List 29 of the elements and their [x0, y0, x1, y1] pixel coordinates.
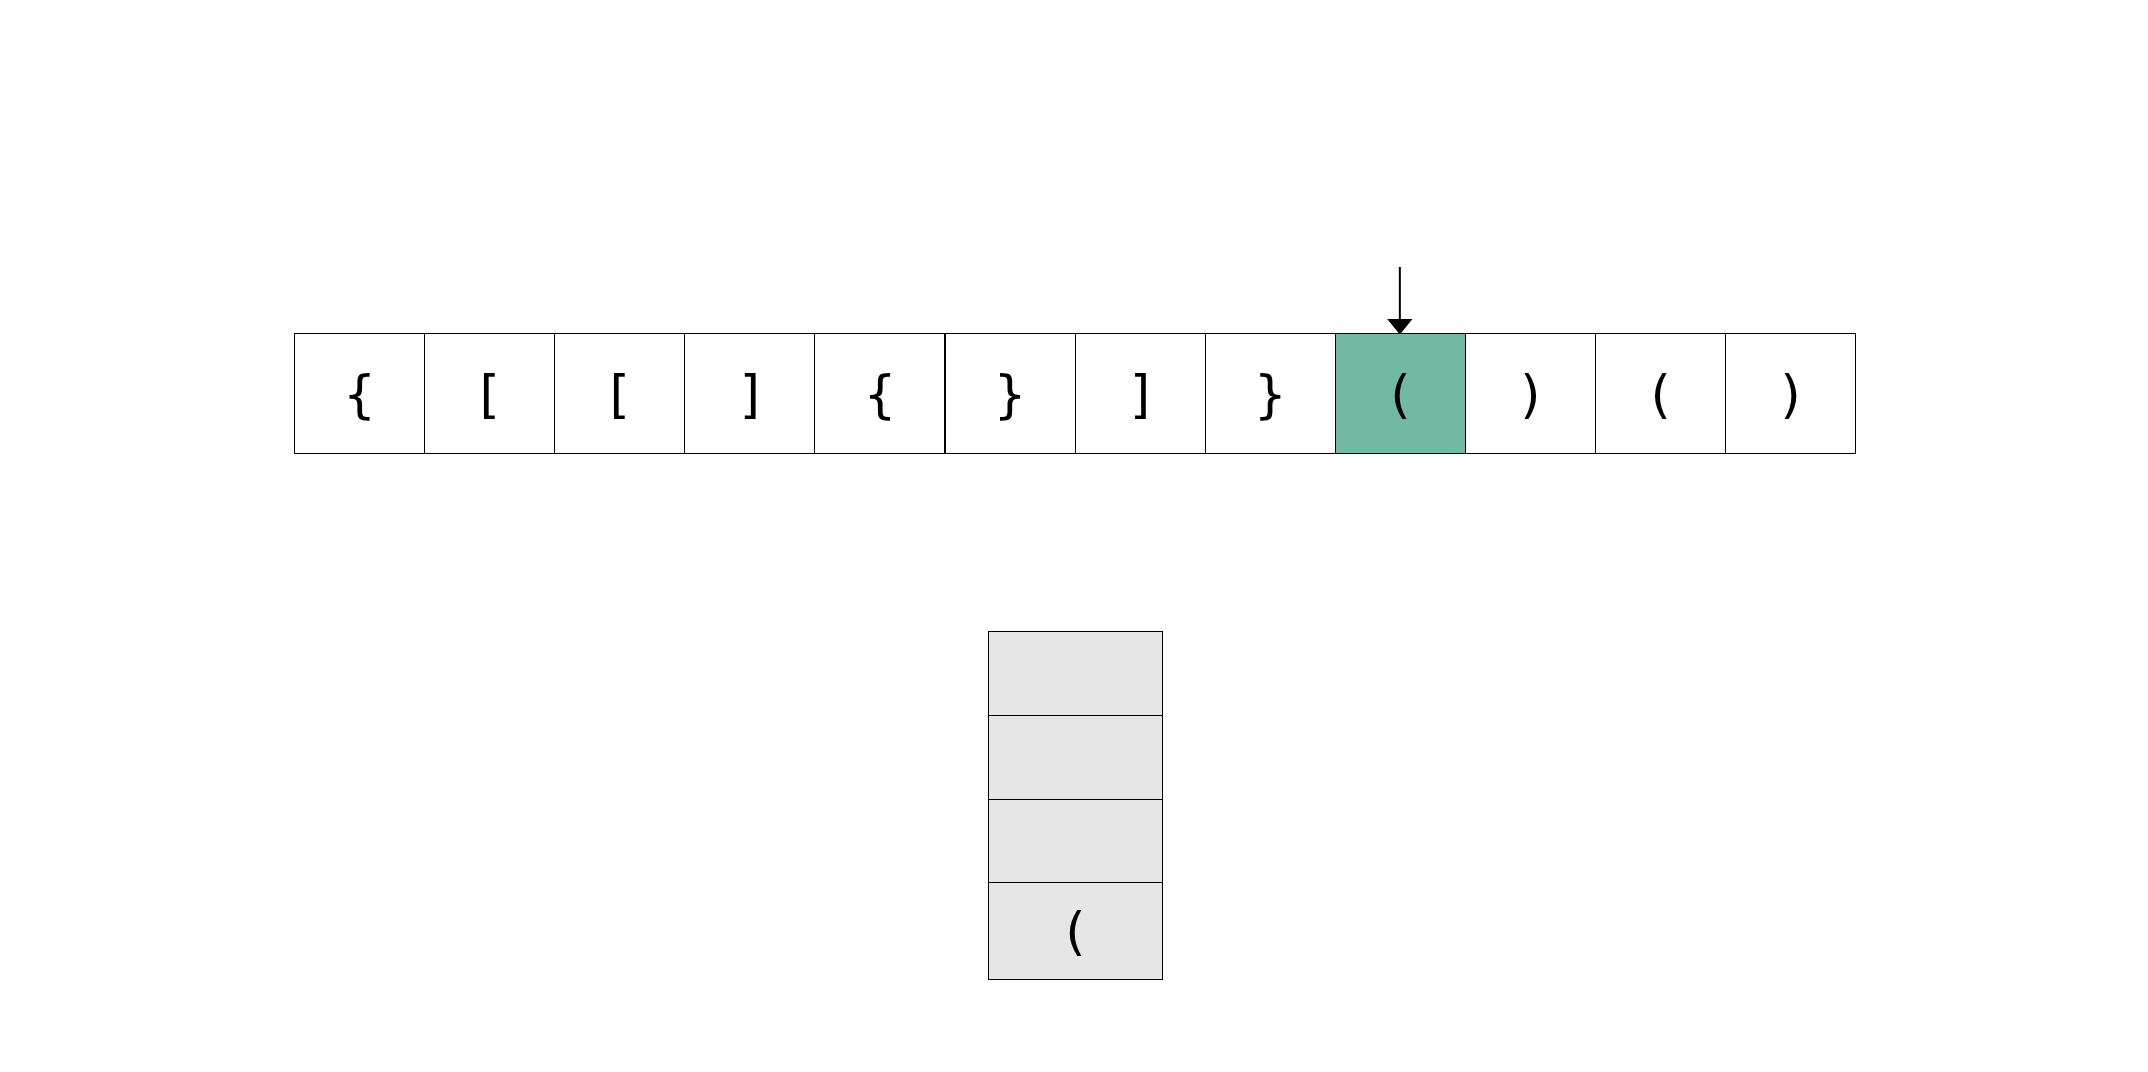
highlighted-array-cell: [1334, 333, 1466, 454]
bracket-symbol: [: [479, 367, 500, 420]
bracket-symbol: ]: [739, 367, 760, 420]
bracket-symbol: {: [863, 367, 897, 420]
array-cell: [424, 333, 556, 454]
array-cell: [294, 333, 426, 454]
stack-cell: [988, 631, 1163, 716]
array-cell: [684, 333, 816, 454]
array-cell: [944, 333, 1076, 454]
array-cell: [1074, 333, 1206, 454]
bracket-symbol: ): [1520, 367, 1541, 420]
array-cell: [1204, 333, 1336, 454]
array-cell: [1464, 333, 1596, 454]
bracket-symbol: (: [1065, 905, 1086, 957]
bracket-symbol: (: [1650, 367, 1671, 420]
stack-cell: [988, 799, 1163, 883]
bracket-symbol: {: [343, 367, 377, 420]
bracket-symbol: ): [1780, 367, 1801, 420]
bracket-symbol: }: [993, 367, 1027, 420]
array-cell: [1725, 333, 1857, 454]
bracket-symbol: [: [609, 367, 630, 420]
stack-cell: [988, 882, 1163, 980]
stack-cell: [988, 715, 1163, 800]
bracket-symbol: ]: [1130, 367, 1151, 420]
array-cell: [554, 333, 686, 454]
bracket-symbol: }: [1253, 367, 1287, 420]
array-cell: [1595, 333, 1727, 454]
bracket-symbol: (: [1390, 367, 1411, 420]
array-cell: [814, 333, 946, 454]
